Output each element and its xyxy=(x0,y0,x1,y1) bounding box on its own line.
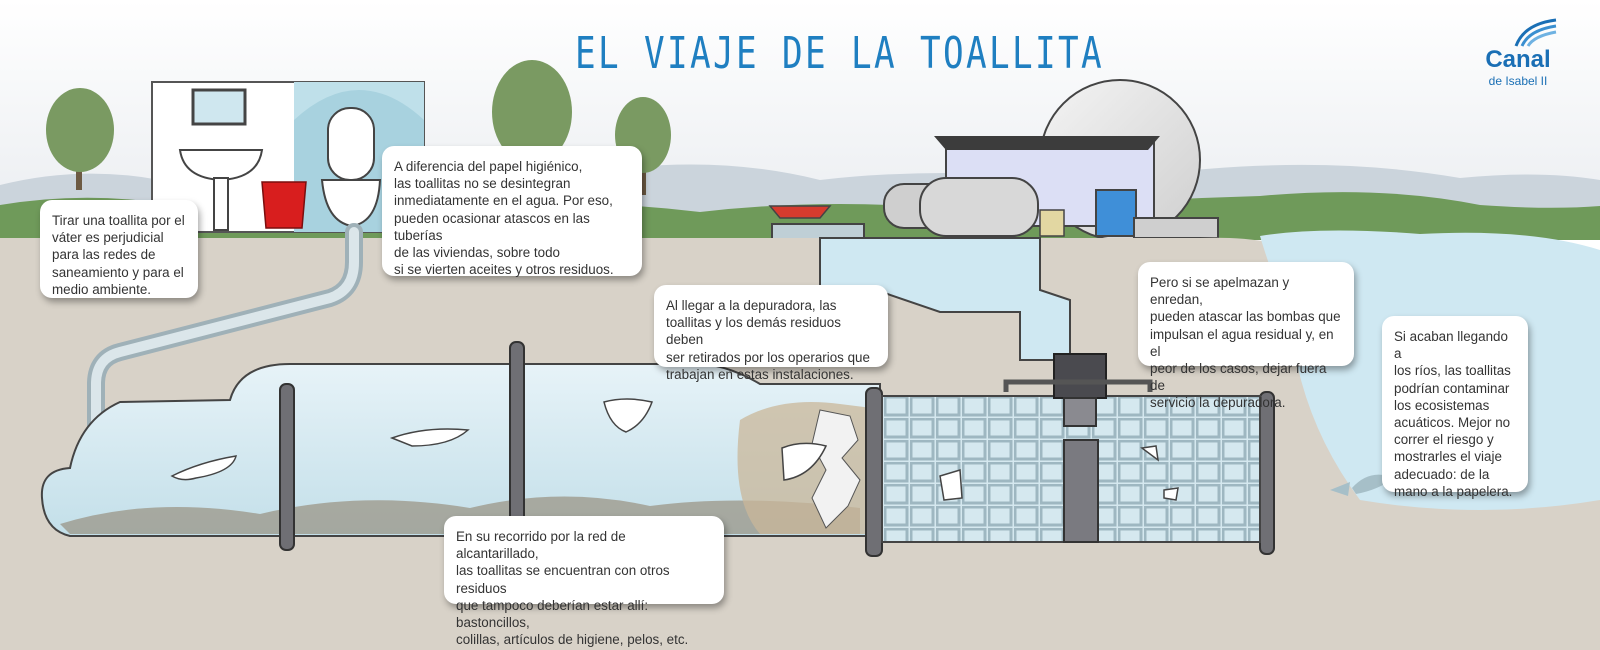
logo-name: Canal xyxy=(1485,46,1551,73)
pipe-flanges xyxy=(279,341,1275,557)
treatment-plant xyxy=(768,79,1219,241)
floating-wipes xyxy=(170,398,1179,501)
callout-sewer-network: En su recorrido por la red de alcantaril… xyxy=(444,516,724,647)
callout-toilet: Tirar una toallita por el váter es perju… xyxy=(40,200,198,298)
callout-treatment-plant: Al llegar a la depuradora, las toallitas… xyxy=(654,285,888,382)
debris-clump xyxy=(737,402,888,534)
trees xyxy=(46,60,671,200)
callout-toilet-paper: A diferencia del papel higiénico, las to… xyxy=(382,146,642,277)
logo-subtitle: de Isabel II xyxy=(1488,74,1548,88)
bathroom xyxy=(151,81,425,233)
callout-rivers: Si acaban llegando a los ríos, las toall… xyxy=(1382,316,1528,499)
wave-arcs-icon xyxy=(1514,18,1557,47)
page-title: EL VIAJE DE LA TOALLITA xyxy=(575,28,1105,79)
red-bucket xyxy=(261,181,307,229)
callout-pumps: Pero si se apelmazan y enredan, pueden a… xyxy=(1138,262,1354,410)
canal-isabel-logo: Canal de Isabel II xyxy=(1478,18,1598,98)
pump-motor xyxy=(1053,353,1107,399)
pump-shaft xyxy=(1063,439,1099,543)
